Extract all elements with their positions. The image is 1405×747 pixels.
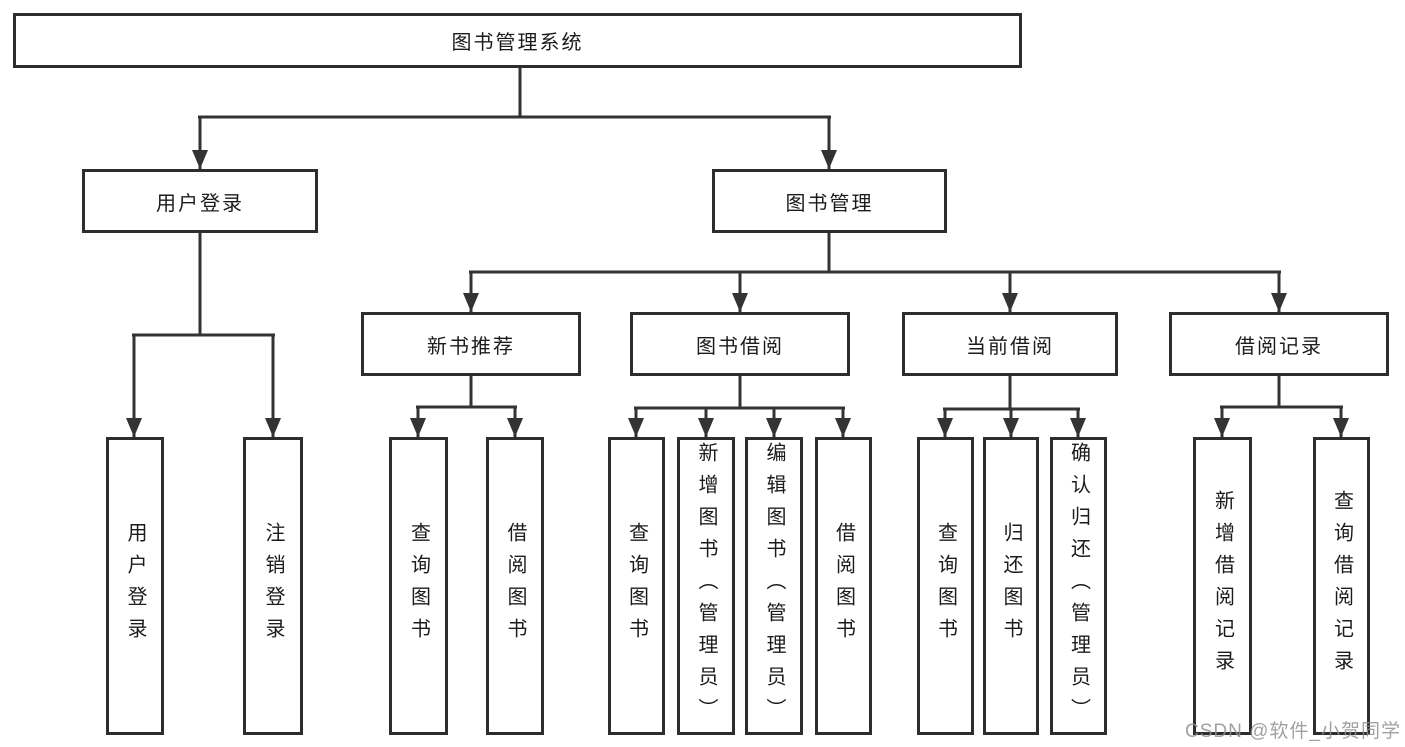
- leaf-label: 编辑图书（管理员）: [763, 442, 785, 730]
- leaf-add-borrow-record: 新增借阅记录: [1193, 437, 1252, 735]
- node-library-management-system: 图书管理系统: [13, 13, 1022, 68]
- leaf-label: 注销登录: [262, 522, 284, 650]
- node-user-login: 用户登录: [82, 169, 318, 233]
- leaf-label: 查询图书: [934, 522, 957, 650]
- leaf-label: 用户登录: [124, 522, 146, 650]
- leaf-query-borrow-record: 查询借阅记录: [1313, 437, 1370, 735]
- leaf-query-books: 查询图书: [608, 437, 665, 735]
- leaf-edit-books-admin: 编辑图书（管理员）: [745, 437, 803, 735]
- node-book-management: 图书管理: [712, 169, 947, 233]
- leaf-label: 归还图书: [1000, 522, 1022, 650]
- node-label: 新书推荐: [427, 335, 515, 358]
- connector-records-to-leaves: [1214, 376, 1349, 437]
- leaf-label: 借阅图书: [832, 522, 855, 650]
- csdn-watermark: CSDN @软件_小贺同学: [1185, 721, 1401, 742]
- leaf-borrow-books: 借阅图书: [815, 437, 872, 735]
- leaf-add-books-admin: 新增图书（管理员）: [677, 437, 735, 735]
- node-label: 当前借阅: [966, 335, 1054, 358]
- leaf-confirm-return-admin: 确认归还（管理员）: [1050, 437, 1107, 735]
- leaf-query-books: 查询图书: [917, 437, 974, 735]
- leaf-label: 新增图书（管理员）: [695, 442, 717, 730]
- connector-currentborrow-to-leaves: [937, 376, 1086, 437]
- leaf-borrow-books: 借阅图书: [486, 437, 544, 735]
- node-current-borrowing: 当前借阅: [902, 312, 1118, 376]
- leaf-logout: 注销登录: [243, 437, 303, 735]
- connector-newbook-to-leaves: [410, 376, 523, 437]
- leaf-label: 查询图书: [625, 522, 648, 650]
- node-new-book-recommend: 新书推荐: [361, 312, 581, 376]
- node-label: 用户登录: [156, 192, 244, 215]
- connector-bookmgmt-to-level3: [463, 232, 1287, 312]
- leaf-label: 查询图书: [407, 522, 430, 650]
- node-book-borrowing: 图书借阅: [630, 312, 850, 376]
- node-label: 图书管理: [785, 192, 874, 215]
- leaf-user-login: 用户登录: [106, 437, 164, 735]
- leaf-label: 新增借阅记录: [1211, 490, 1234, 682]
- connector-bookborrow-to-leaves: [628, 376, 851, 437]
- node-borrowing-records: 借阅记录: [1169, 312, 1389, 376]
- leaf-label: 借阅图书: [504, 522, 526, 650]
- leaf-label: 确认归还（管理员）: [1067, 442, 1090, 730]
- node-label: 图书管理系统: [451, 32, 584, 54]
- connector-userlogin-to-leaves: [126, 233, 281, 437]
- leaf-return-books: 归还图书: [983, 437, 1039, 735]
- leaf-query-books: 查询图书: [389, 437, 448, 735]
- node-label: 图书借阅: [696, 335, 784, 358]
- node-label: 借阅记录: [1235, 335, 1323, 358]
- connector-root-to-level2: [192, 68, 837, 169]
- leaf-label: 查询借阅记录: [1330, 490, 1353, 682]
